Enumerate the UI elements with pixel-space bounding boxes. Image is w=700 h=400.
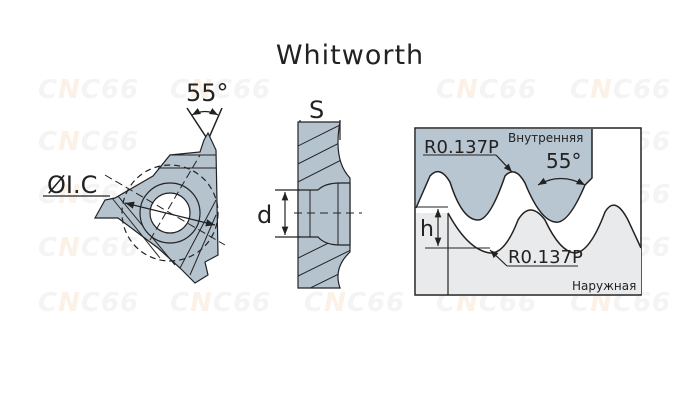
ic-diameter-label: ØI.C	[47, 171, 97, 199]
watermark: CNC66	[170, 288, 272, 318]
watermark: CNC66	[38, 288, 140, 318]
watermark: CNC66	[170, 75, 272, 105]
diagram-title: Whitworth	[275, 40, 425, 71]
internal-radius-label: R0.137P	[424, 137, 499, 158]
watermark: CNC66	[304, 288, 406, 318]
internal-thread-label: Внутренняя	[508, 131, 583, 145]
watermark: CNC66	[38, 233, 140, 263]
thread-profile-view: h 55° R0.137P R0.137P Внутренняя Наружна…	[414, 127, 642, 296]
watermark: CNC66	[570, 75, 672, 105]
hole-diameter-label: d	[257, 201, 272, 229]
thread-height-label: h	[420, 217, 434, 242]
insert-angle-label: 55°	[186, 79, 229, 107]
watermark: CNC66	[436, 75, 538, 105]
insert-side-view: S d	[257, 96, 362, 289]
insert-top-view: 55° ØI.C	[43, 79, 229, 284]
external-radius-label: R0.137P	[508, 247, 583, 268]
profile-angle-label: 55°	[546, 149, 581, 173]
external-thread-label: Наружная	[572, 279, 636, 293]
thickness-label: S	[309, 96, 324, 124]
watermark: CNC66	[38, 75, 140, 105]
watermark: CNC66	[38, 127, 140, 157]
